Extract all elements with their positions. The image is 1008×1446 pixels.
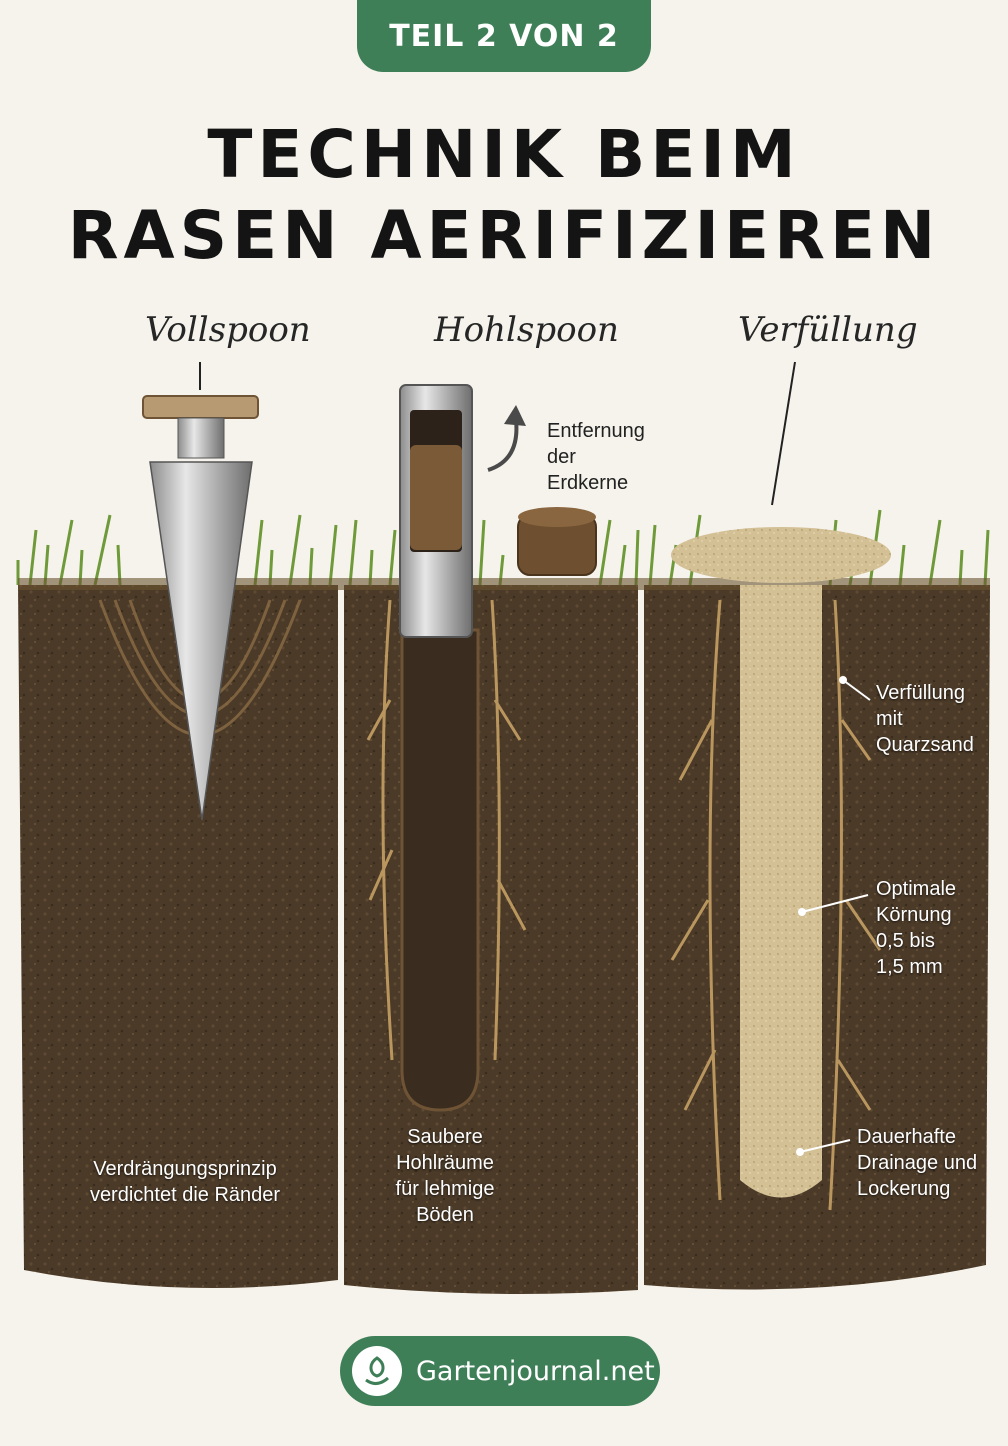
- note-drainage: Dauerhafte Drainage und Lockerung: [857, 1124, 977, 1202]
- page-title-line-1: TECHNIK BEIM: [207, 116, 801, 193]
- panel-title-verfuellung: Verfüllung: [738, 310, 918, 350]
- brand-badge[interactable]: Gartenjournal.net: [340, 1336, 660, 1406]
- caption-line: Verdrängungsprinzip: [93, 1158, 277, 1180]
- hollow-tine: [399, 384, 473, 638]
- note-line: Entfernung: [547, 420, 645, 442]
- note-line: Lockerung: [857, 1178, 951, 1200]
- page-title-line-2: RASEN AERIFIZIEREN: [67, 197, 941, 274]
- note-line: 1,5 mm: [876, 956, 943, 978]
- solid-tine: [142, 395, 259, 821]
- note-line: mit: [876, 708, 903, 730]
- note-line: der: [547, 446, 576, 468]
- note-line: Körnung: [876, 904, 952, 926]
- caption-line: Hohlräume: [396, 1152, 494, 1174]
- note-pointers: [796, 676, 871, 1156]
- up-arrow-head-icon: [504, 405, 526, 426]
- caption-line: Saubere: [407, 1126, 483, 1148]
- note-line: Drainage und: [857, 1152, 978, 1174]
- turf-layer: [18, 578, 990, 590]
- note-line: Dauerhafte: [857, 1126, 956, 1148]
- brand-name: Gartenjournal.net: [416, 1355, 655, 1387]
- verfuellung-pointer: [771, 361, 796, 506]
- note-line: Optimale: [876, 878, 957, 900]
- panel-title-vollspoon: Vollspoon: [145, 310, 311, 350]
- note-line: Quarzsand: [876, 734, 974, 756]
- part-badge: TEIL 2 VON 2: [357, 0, 651, 72]
- roots: [366, 599, 882, 1211]
- note-line: Verfüllung: [876, 682, 965, 704]
- soil-core: [517, 507, 597, 576]
- note-line: 0,5 bis: [876, 930, 935, 952]
- up-arrow-icon: [487, 419, 519, 472]
- caption-line: verdichtet die Ränder: [89, 1184, 281, 1206]
- sand-column: [671, 527, 891, 1198]
- note-grain-size: Optimale Körnung 0,5 bis 1,5 mm: [876, 876, 956, 980]
- note-quartz-sand: Verfüllung mit Quarzsand: [876, 680, 974, 758]
- cored-hole: [400, 628, 480, 1112]
- note-core-removal: Entfernung der Erdkerne: [547, 418, 645, 496]
- note-line: Erdkerne: [547, 472, 629, 494]
- caption-hohlspoon: Saubere Hohlräume für lehmige Böden: [370, 1124, 520, 1228]
- leaf-hand-icon: [352, 1346, 402, 1396]
- caption-vollspoon: Verdrängungsprinzip verdichtet die Rände…: [60, 1156, 310, 1208]
- caption-line: Böden: [416, 1204, 474, 1226]
- panel-title-hohlspoon: Hohlspoon: [434, 310, 619, 350]
- caption-line: für lehmige: [395, 1178, 495, 1200]
- soil-panel-1: [18, 585, 338, 1288]
